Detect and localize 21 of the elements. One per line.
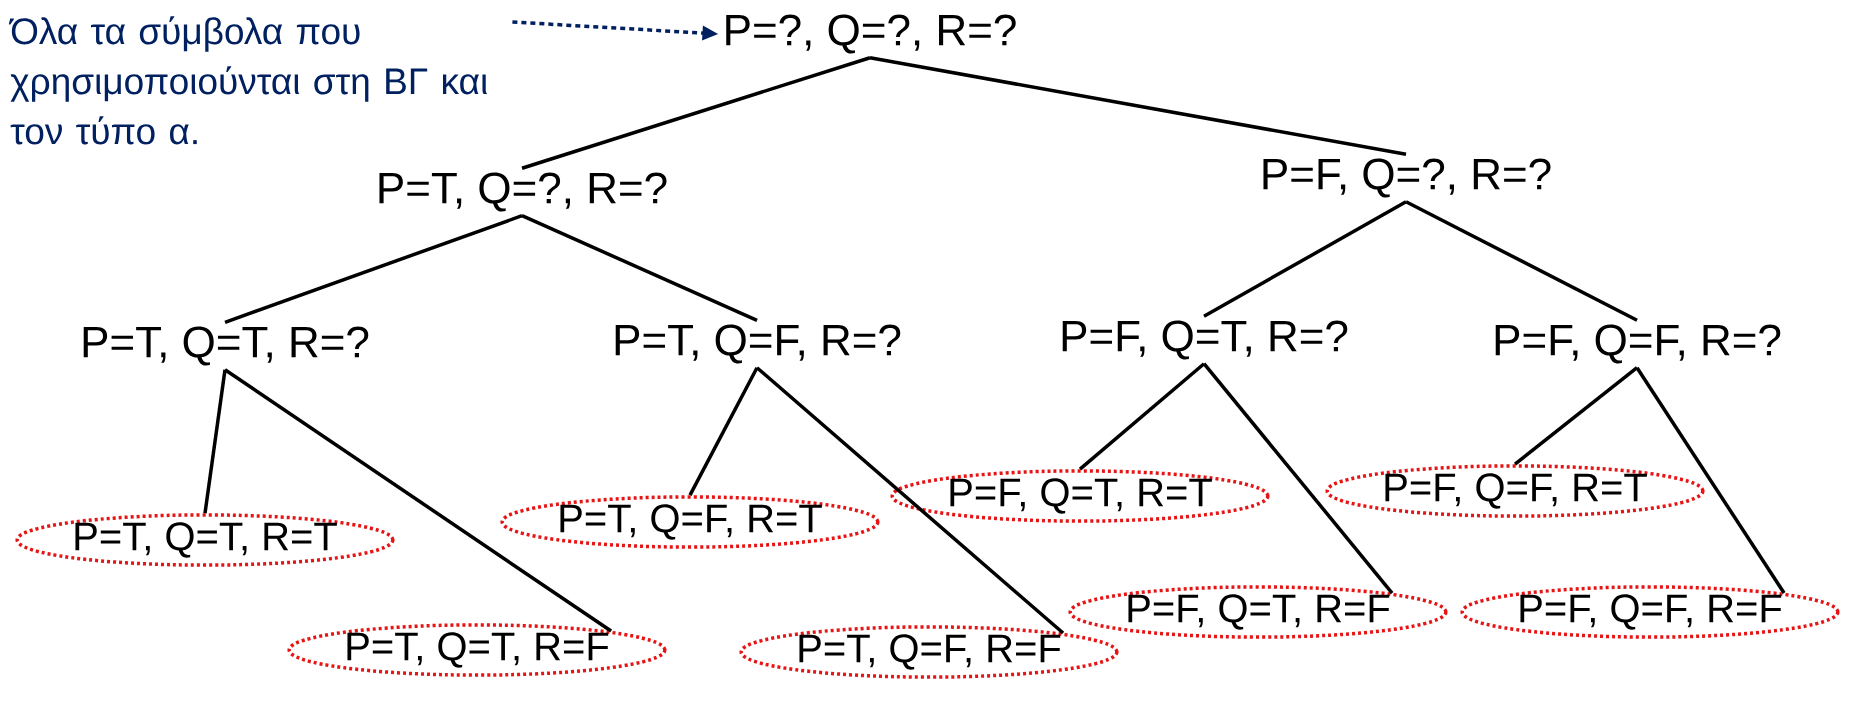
- tree-branch: [1513, 366, 1639, 466]
- state-label: P=T, Q=?, R=?: [379, 172, 667, 212]
- note-text: Όλα τα σύμβολα που χρησιμοποιούνται στη ΒΓ και τον τύπο α.: [8, 16, 488, 145]
- state-label: P=F, Q=?, R=?: [1263, 158, 1551, 198]
- tree-branch: [1202, 362, 1394, 595]
- tree-branch: [869, 56, 1407, 156]
- tree-branch: [224, 368, 613, 633]
- state-label: P=F, Q=T, R=?: [1062, 320, 1348, 360]
- tree-branch: [224, 214, 523, 324]
- state-label: P=T, Q=F, R=?: [615, 324, 901, 364]
- tree-branch: [1635, 366, 1786, 594]
- tree-branch: [203, 369, 227, 514]
- tree-branch: [1203, 200, 1407, 318]
- state-label: P=?, Q=?, R=?: [726, 14, 1016, 54]
- tree-branch: [521, 214, 758, 322]
- state-label: P=T, Q=T, R=?: [83, 326, 369, 366]
- state-label: P=F, Q=F, R=?: [1495, 324, 1781, 364]
- tree-branch: [1405, 200, 1638, 322]
- tree-branch: [688, 366, 759, 496]
- tree-branch: [1078, 362, 1206, 471]
- tree-branch: [521, 56, 871, 170]
